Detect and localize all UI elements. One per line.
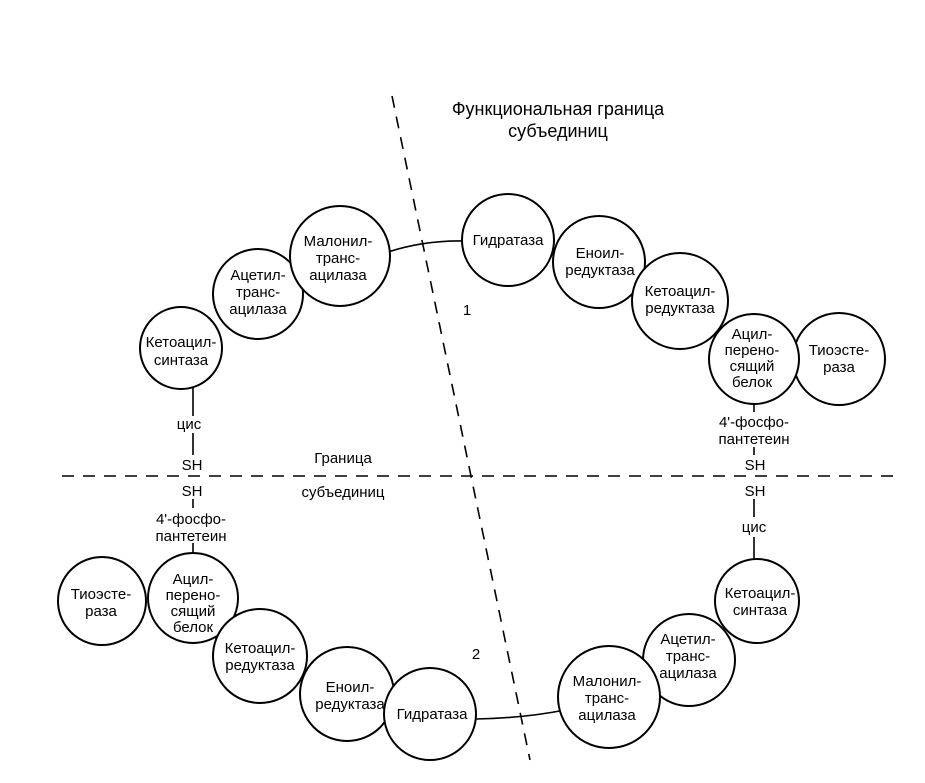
domain-hydratase-2: Гидратаза xyxy=(383,667,477,761)
svg-text:Кетоацил-: Кетоацил- xyxy=(225,640,296,657)
domain-enoyl-reductase-1: Еноил- редуктаза xyxy=(552,215,646,309)
sh-label-1-right: SH xyxy=(745,457,766,474)
svg-text:редуктаза: редуктаза xyxy=(565,262,635,279)
svg-text:ацилаза: ацилаза xyxy=(309,267,367,284)
svg-text:транс-: транс- xyxy=(666,648,710,665)
sh-label-2-right: SH xyxy=(745,483,766,500)
svg-text:транс-: транс- xyxy=(316,250,360,267)
svg-text:белок: белок xyxy=(173,619,214,636)
svg-text:Кетоацил-: Кетоацил- xyxy=(725,585,796,602)
svg-text:сящий: сящий xyxy=(730,358,775,375)
domain-acyl-carrier-protein-2: Ацил- перено- сящий белок xyxy=(147,552,239,644)
svg-text:редуктаза: редуктаза xyxy=(315,696,385,713)
pantetheine-label-2b: пантетеин xyxy=(155,528,226,545)
svg-text:Малонил-: Малонил- xyxy=(304,233,373,250)
domain-hydratase-1: Гидратаза xyxy=(461,193,555,287)
subunit-number-2: 2 xyxy=(472,646,480,663)
cys-label-2: цис xyxy=(742,519,767,536)
functional-subunit-boundary xyxy=(391,95,531,761)
domain-acyl-carrier-protein-1: Ацил- перено- сящий белок xyxy=(708,313,800,405)
svg-text:Тиоэсте-: Тиоэсте- xyxy=(71,586,131,603)
svg-text:белок: белок xyxy=(732,374,773,391)
link-malonyl-hydratase-1 xyxy=(387,240,466,253)
svg-text:редуктаза: редуктаза xyxy=(645,300,715,317)
svg-text:Ацетил-: Ацетил- xyxy=(660,631,715,648)
svg-text:Кетоацил-: Кетоацил- xyxy=(645,283,716,300)
svg-text:ацилаза: ацилаза xyxy=(578,707,636,724)
cys-label-1: цис xyxy=(177,416,202,433)
domain-ketoacyl-synthase-1: Кетоацил- синтаза xyxy=(139,306,223,390)
pantetheine-label-1: 4'-фосфо- xyxy=(719,414,789,431)
functional-boundary-title-line2: субъединиц xyxy=(508,121,608,141)
svg-text:Малонил-: Малонил- xyxy=(573,673,642,690)
domain-malonyl-transacylase-1: Малонил- транс- ацилаза xyxy=(289,205,391,307)
pantetheine-label-2: 4'-фосфо- xyxy=(156,511,226,528)
domain-ketoacyl-reductase-1: Кетоацил- редуктаза xyxy=(631,252,729,350)
sh-label-1-left: SH xyxy=(182,457,203,474)
svg-text:перено-: перено- xyxy=(725,342,780,359)
svg-text:Ацил-: Ацил- xyxy=(732,326,773,343)
svg-text:Еноил-: Еноил- xyxy=(576,245,625,262)
svg-text:редуктаза: редуктаза xyxy=(225,657,295,674)
svg-text:Еноил-: Еноил- xyxy=(326,679,375,696)
svg-text:ацилаза: ацилаза xyxy=(659,665,717,682)
svg-text:Кетоацил-: Кетоацил- xyxy=(146,334,217,351)
domain-ketoacyl-reductase-2: Кетоацил- редуктаза xyxy=(212,608,308,704)
svg-text:Ацил-: Ацил- xyxy=(173,571,214,588)
svg-text:раза: раза xyxy=(823,359,855,376)
svg-text:Гидратаза: Гидратаза xyxy=(473,232,545,249)
svg-text:раза: раза xyxy=(85,603,117,620)
svg-text:Ацетил-: Ацетил- xyxy=(230,267,285,284)
domain-thioesterase-2: Тиоэсте- раза xyxy=(57,556,147,646)
svg-text:транс-: транс- xyxy=(236,284,280,301)
domain-acetyl-transacylase-1: Ацетил- транс- ацилаза xyxy=(212,248,304,340)
svg-text:синтаза: синтаза xyxy=(733,602,788,619)
svg-text:сящий: сящий xyxy=(171,603,216,620)
domain-acetyl-transacylase-2: Ацетил- транс- ацилаза xyxy=(642,613,736,707)
svg-text:Тиоэсте-: Тиоэсте- xyxy=(809,342,869,359)
link-hydratase-malonyl-2 xyxy=(475,709,566,720)
subunit-boundary-label-line1: Граница xyxy=(314,450,372,467)
svg-text:ацилаза: ацилаза xyxy=(229,301,287,318)
functional-boundary-title-line1: Функциональная граница xyxy=(452,99,665,119)
domain-malonyl-transacylase-2: Малонил- транс- ацилаза xyxy=(557,645,661,749)
domain-ketoacyl-synthase-2: Кетоацил- синтаза xyxy=(714,558,800,644)
svg-text:перено-: перено- xyxy=(166,587,221,604)
sh-label-2-left: SH xyxy=(182,483,203,500)
domain-thioesterase-1: Тиоэсте- раза xyxy=(792,312,886,406)
svg-text:транс-: транс- xyxy=(585,690,629,707)
svg-text:синтаза: синтаза xyxy=(154,352,209,369)
subunit-boundary-label-line2: субъединиц xyxy=(301,484,384,501)
pantetheine-label-1b: пантетеин xyxy=(718,431,789,448)
svg-text:Гидратаза: Гидратаза xyxy=(397,706,469,723)
domain-enoyl-reductase-2: Еноил- редуктаза xyxy=(299,646,395,742)
subunit-number-1: 1 xyxy=(463,302,471,319)
